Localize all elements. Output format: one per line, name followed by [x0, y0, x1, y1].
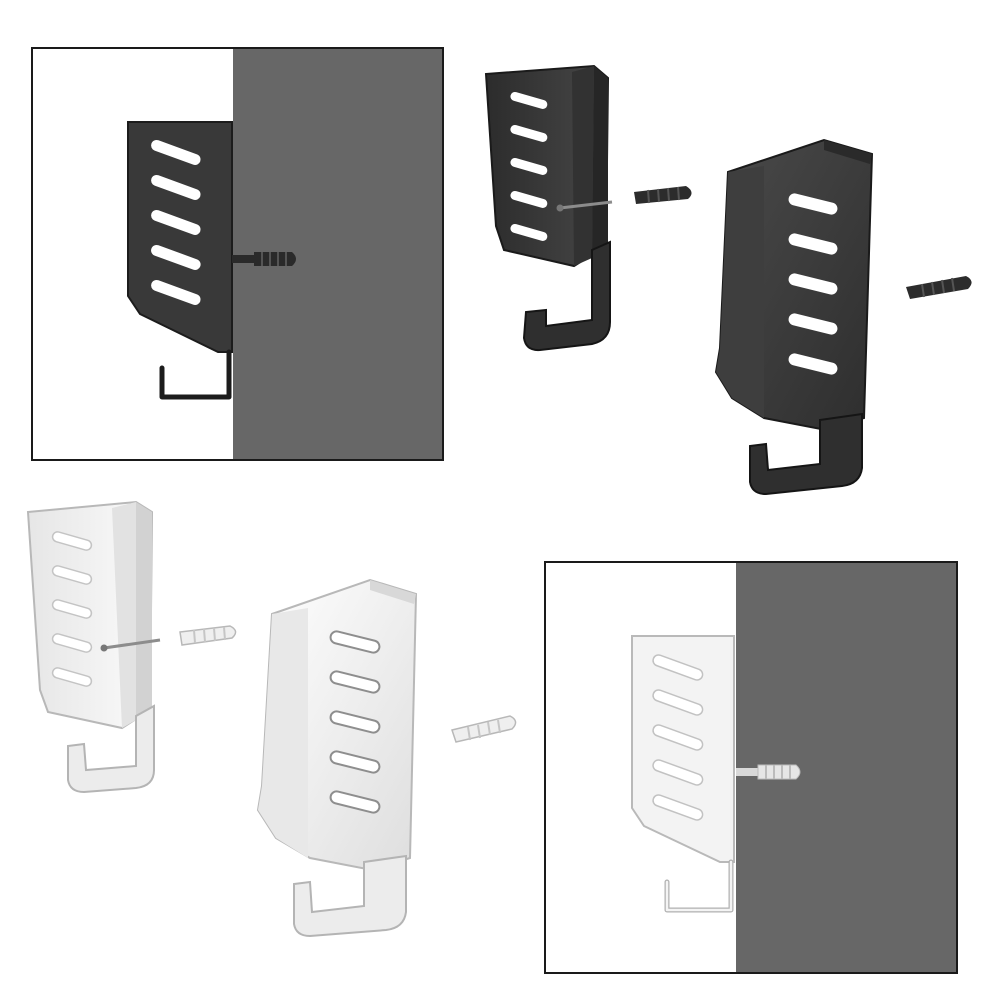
black-bracket-mounted [127, 121, 233, 400]
vent-slot-icon [510, 91, 548, 241]
black-bracket-front-view [714, 138, 874, 496]
white-bracket-mounted [631, 635, 735, 913]
vent-slot-icon [652, 654, 704, 821]
black-mounted-panel [31, 47, 444, 461]
vent-slot-icon [329, 630, 381, 814]
white-bracket-front-view [256, 578, 418, 938]
wall-anchor-icon [634, 186, 692, 204]
white-bracket-back-view [26, 500, 155, 794]
wall-anchor-icon [232, 252, 296, 266]
screw-icon [556, 200, 613, 212]
black-bracket-back-view [484, 64, 611, 352]
wall-anchor-icon [736, 764, 801, 780]
vent-slot-icon [788, 193, 838, 375]
vent-slot-icon [151, 139, 201, 305]
wall-anchor-icon [179, 625, 237, 646]
vent-slot-icon [51, 531, 93, 687]
wall-anchor-icon [906, 276, 972, 299]
screw-icon [100, 638, 161, 652]
white-mounted-panel [544, 561, 958, 974]
wall-anchor-icon [451, 715, 517, 743]
